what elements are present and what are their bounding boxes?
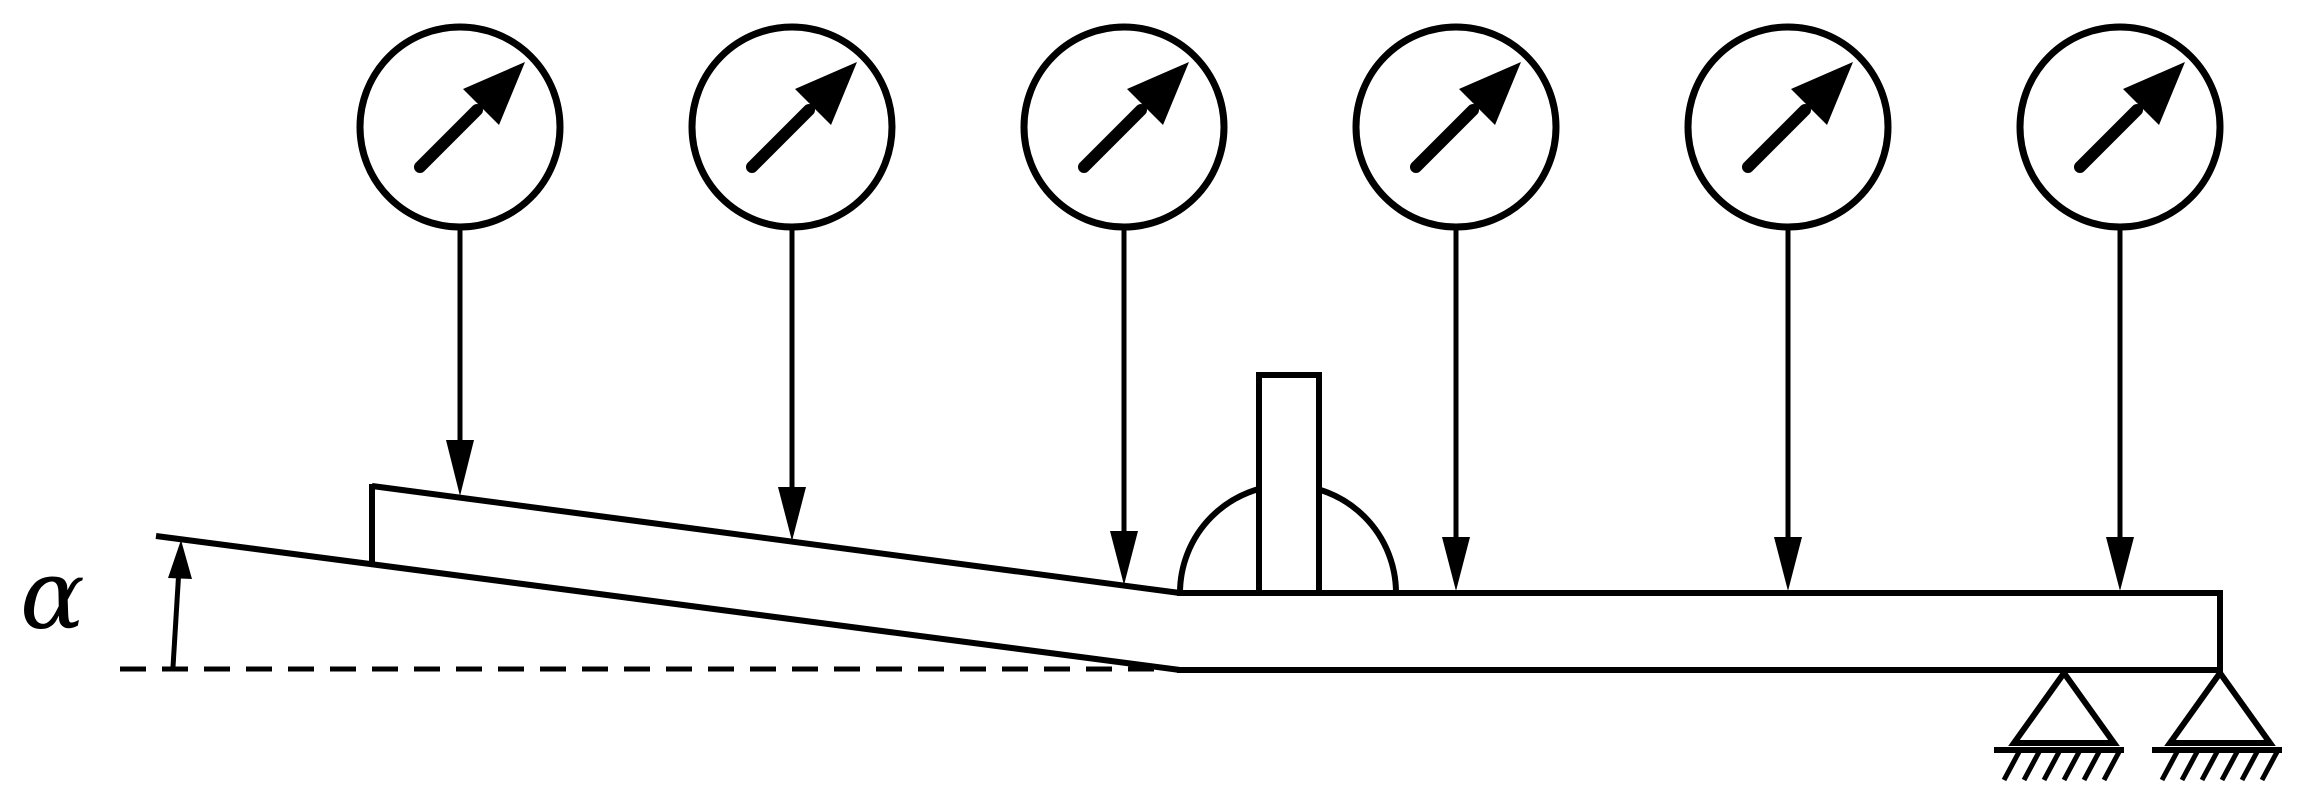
gauge-needle [1078, 104, 1147, 173]
probe-arrow-head [778, 487, 806, 541]
gauge-needle-head [795, 62, 857, 125]
hinge-joint [1177, 372, 1399, 596]
gauge-needle-head [1127, 62, 1189, 125]
gauge-needle [2074, 104, 2143, 173]
plate-top-edge [371, 483, 1181, 596]
angle-arrow-head [168, 540, 192, 579]
probe-arrow-head [1774, 537, 1802, 591]
support-triangle [2164, 667, 2276, 746]
dial-gauge-6 [2016, 23, 2224, 591]
gauge-needle-head [2123, 62, 2185, 125]
gauge-needle-head [1791, 62, 1853, 125]
dial-gauge-2 [688, 23, 896, 541]
dial-gauge-5 [1684, 23, 1892, 591]
dial-gauge-4 [1352, 23, 1560, 591]
gauge-needle-head [463, 62, 525, 125]
gauge-needle [1742, 104, 1811, 173]
gauge-needle-head [1459, 62, 1521, 125]
horizontal-beam [1177, 590, 2223, 673]
probe-arrow-head [1442, 537, 1470, 591]
probe-arrow-head [2106, 537, 2134, 591]
probe-arrow-head [446, 440, 474, 496]
angle-alpha-label: α [20, 539, 85, 651]
hinge-post [1256, 372, 1322, 596]
dial-gauge-3 [1020, 23, 1228, 585]
pin-support-2 [2152, 667, 2282, 782]
gauge-needle [746, 104, 815, 173]
support-triangle [2008, 667, 2120, 746]
ground-hatching [2001, 750, 2122, 782]
angle-indicator: α [20, 539, 1160, 672]
probe-arrow-head [1110, 531, 1138, 585]
pin-support-1 [1994, 667, 2124, 782]
dial-gauge-1 [356, 23, 564, 496]
gauge-needle [1410, 104, 1479, 173]
pin-supports [1994, 667, 2282, 782]
inclined-plate [155, 483, 1181, 673]
plate-bottom-edge [155, 533, 1181, 673]
gauge-needle [414, 104, 483, 173]
dial-gauges [356, 23, 2224, 591]
ground-hatching [2159, 750, 2280, 782]
